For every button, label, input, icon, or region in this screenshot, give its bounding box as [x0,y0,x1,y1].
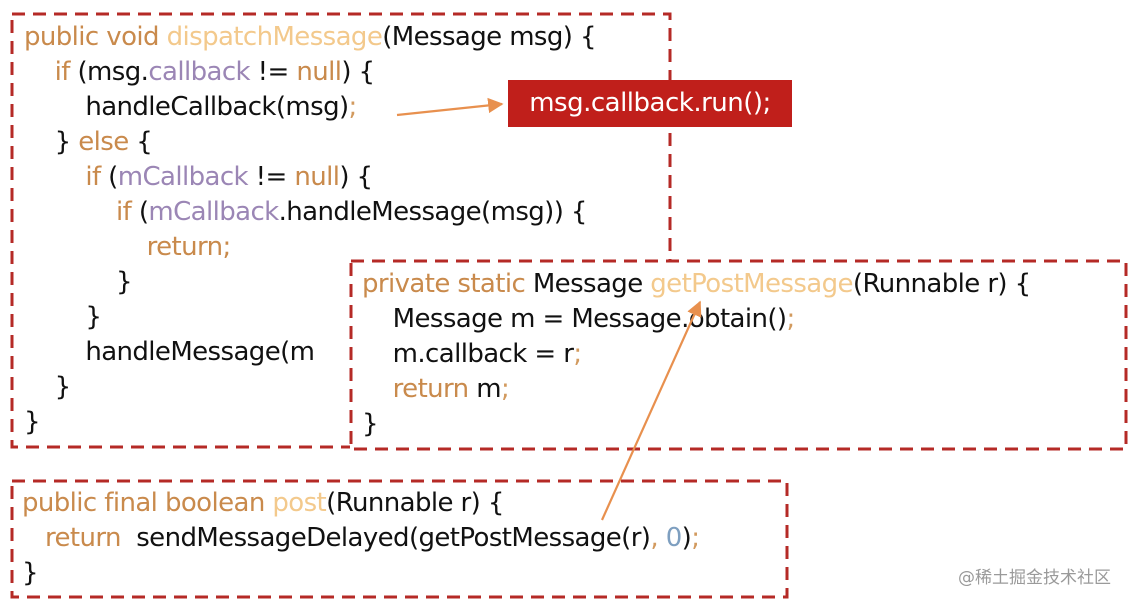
code-token: sendMessageDelayed(getPostMessage(r) [128,523,651,553]
code-token: post [272,488,327,518]
code-token: != [247,162,295,192]
code-token: (Runnable r) { [852,269,1031,299]
code-token: } [24,372,72,402]
code-line: m.callback = r; [362,337,582,372]
code-line: } [24,405,41,440]
code-token: return [22,523,129,553]
code-line: return sendMessageDelayed(getPostMessage… [22,521,700,556]
code-token: != [249,57,297,87]
code-token: mCallback [117,162,249,192]
code-token: handleMessage(m [24,337,315,367]
code-line: if (msg.callback != null) { [24,55,375,90]
dispatch-message-box-border [10,12,672,449]
code-token: 0 [665,523,683,553]
code-token: return; [24,232,232,262]
code-token: null [296,57,342,87]
code-token: (Runnable r) { [326,488,504,518]
code-token: if [24,57,78,87]
code-token: } [24,302,102,332]
code-token: ; [500,374,510,404]
code-line: public void dispatchMessage(Message msg)… [24,20,597,55]
code-token: ; [691,523,700,553]
code-token: } [362,409,379,439]
code-token: ; [786,304,795,334]
code-token: (Message msg) { [382,22,596,52]
code-token: , [650,523,666,553]
code-token: callback [148,57,250,87]
get-post-message-box [350,260,1127,450]
code-line: } [24,370,72,405]
code-token: else [78,127,129,157]
code-token: return [362,374,477,404]
code-token: ; [348,92,358,122]
callback-run-label: msg.callback.run(); [508,80,792,127]
code-token: ( [138,197,149,227]
code-token: } [22,558,39,588]
code-token: } [24,267,133,297]
code-token: Message [532,269,651,299]
code-token: getPostMessage [650,269,853,299]
code-token: private static [362,269,533,299]
code-line: handleMessage(m [24,335,315,370]
arrow-handle-callback-to-run [396,97,504,117]
code-token: } [24,407,41,437]
code-token: ( [108,162,118,192]
code-token: ) [681,523,692,553]
code-token: if [24,162,109,192]
code-token: (msg. [77,57,149,87]
code-line: } [24,300,102,335]
code-line: Message m = Message.obtain(); [362,302,796,337]
code-token: m.callback = r [362,339,574,369]
code-line: return; [24,230,232,265]
code-token: m [476,374,501,404]
code-token: if [24,197,139,227]
code-token: ) { [341,57,375,87]
code-token: null [294,162,340,192]
code-token: dispatchMessage [166,22,383,52]
code-token: public final boolean [22,488,273,518]
code-token: { [128,127,153,157]
code-line: } [362,407,379,442]
code-line: } [24,265,133,300]
watermark: @稀土掘金技术社区 [958,568,1111,588]
code-token: mCallback [148,197,279,227]
code-token: public void [24,22,167,52]
code-line: } [22,556,39,591]
code-token: .handleMessage(msg)) { [278,197,588,227]
code-line: handleCallback(msg); [24,90,357,125]
post-box-border [10,479,789,599]
code-line: if (mCallback != null) { [24,160,373,195]
code-token: handleCallback(msg) [24,92,349,122]
arrow-post-to-get-post-message [600,300,702,521]
code-token: ) { [339,162,373,192]
get-post-message-box-border [349,259,1128,451]
code-line: } else { [24,125,153,160]
code-line: public final boolean post(Runnable r) { [22,486,504,521]
code-line: return m; [362,372,510,407]
code-token: ; [573,339,582,369]
code-token: } [24,127,79,157]
code-line: private static Message getPostMessage(Ru… [362,267,1031,302]
code-line: if (mCallback.handleMessage(msg)) { [24,195,588,230]
code-token: Message m = Message.obtain() [362,304,787,334]
